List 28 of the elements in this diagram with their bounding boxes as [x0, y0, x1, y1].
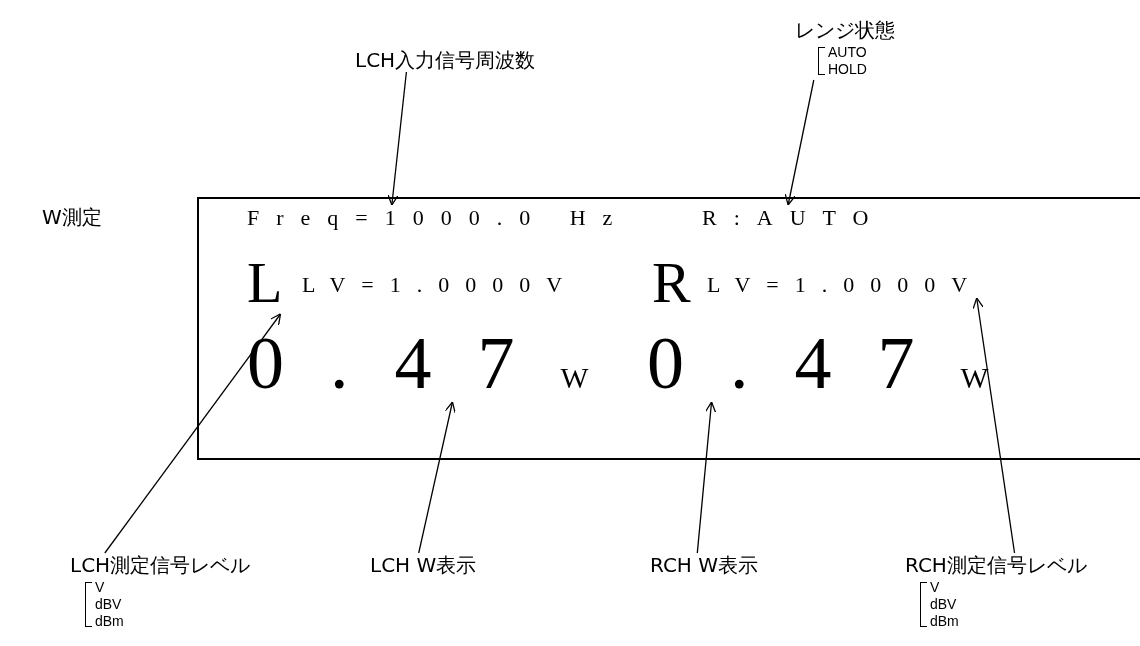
leader-line: [696, 401, 717, 554]
unit-option: dBV: [930, 596, 957, 613]
mode-label: W測定: [41, 205, 103, 229]
leader-line: [104, 313, 282, 554]
leader-line: [784, 79, 815, 206]
level-readout: LV=1.0000V: [300, 272, 581, 298]
callout-label: RCH W表示: [648, 553, 761, 577]
unit-option: V: [95, 579, 105, 596]
unit-option: dBV: [95, 596, 122, 613]
unit-option: AUTO: [828, 44, 867, 61]
unit-option: dBm: [95, 613, 124, 630]
callout-label: LCH入力信号周波数: [353, 48, 538, 72]
channel-letter: L: [245, 252, 285, 314]
unit-option: HOLD: [828, 61, 867, 78]
channel-letter: R: [650, 252, 693, 314]
callout-label: レンジ状態: [795, 20, 895, 40]
leader-line: [418, 401, 456, 554]
level-readout: LV=1.0000V: [705, 272, 986, 298]
unit-option: V: [930, 579, 940, 596]
leader-line: [972, 297, 1016, 554]
callout-label: LCH測定信号レベル: [70, 555, 251, 575]
callout-label: LCH W表示: [368, 553, 479, 577]
leader-line: [387, 71, 408, 206]
range-readout: R:AUTO: [700, 205, 888, 231]
callout-label: RCH測定信号レベル: [905, 555, 1087, 575]
unit-option: dBm: [930, 613, 959, 630]
frequency-readout: Freq=1000.0 Hz: [245, 205, 632, 231]
display-panel: [197, 197, 1140, 460]
